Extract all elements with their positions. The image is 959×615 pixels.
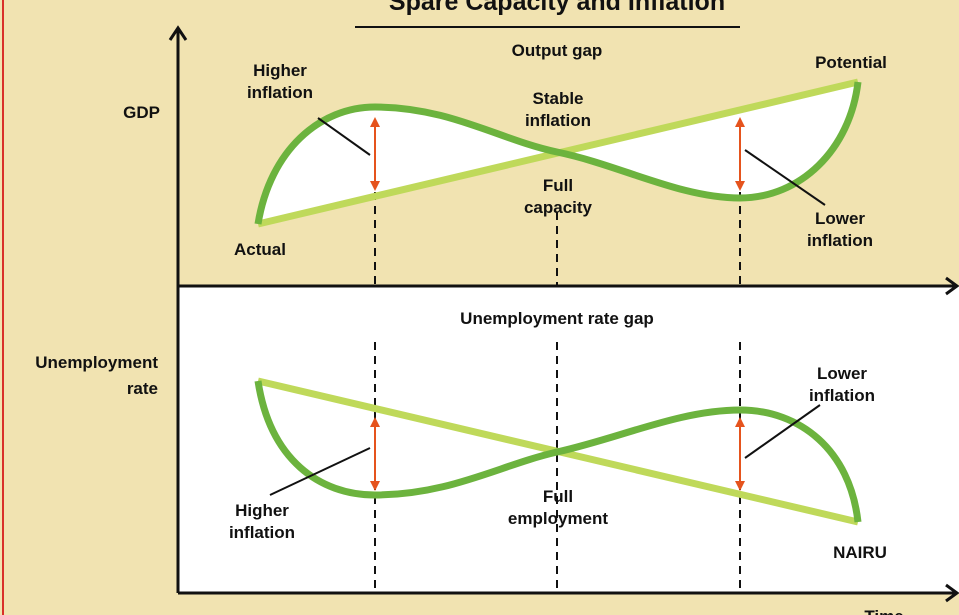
higher-inflation-leader-top [317,117,371,156]
lower-inflation-leader-bottom [744,404,821,459]
lower-inflation-label-bottom-2: inflation [809,386,875,405]
higher-inflation-label-bottom: Higher [235,501,289,520]
bottom-panel-background [178,286,959,593]
actual-gdp-curve [254,81,862,225]
time-axis-label: Time [864,607,903,615]
lower-inflation-label-top: Lower [815,209,865,228]
unemployment-axis-label-2: rate [127,379,158,398]
top-dashed-guides [374,192,741,285]
unemployment-gap-heading: Unemployment rate gap [460,309,654,328]
output-gap-heading: Output gap [512,41,603,60]
bottom-x-axis-arrowhead [945,583,959,603]
lower-inflation-label-bottom: Lower [817,364,867,383]
stable-inflation-label-2: inflation [525,111,591,130]
potential-label: Potential [815,53,887,72]
lower-inflation-leader-top [744,149,826,206]
higher-inflation-label-top: Higher [253,61,307,80]
nairu-label: NAIRU [833,543,887,562]
higher-inflation-leader-bottom [269,447,371,496]
higher-inflation-label-bottom-2: inflation [229,523,295,542]
axes [168,25,959,603]
full-capacity-label: Full [543,176,573,195]
full-employment-label: Full [543,487,573,506]
stable-inflation-label: Stable [532,89,583,108]
unemployment-axis-label: Unemployment [35,353,158,372]
full-employment-label-2: employment [508,509,608,528]
full-capacity-label-2: capacity [524,198,593,217]
actual-label: Actual [234,240,286,259]
y-axis-arrowhead [168,25,188,41]
actual-unemployment-curve [254,380,862,523]
higher-inflation-label-top-2: inflation [247,83,313,102]
top-x-axis-arrowhead [945,276,959,296]
lower-inflation-label-top-2: inflation [807,231,873,250]
diagram-title: Spare Capacity and Inflation [389,0,725,16]
gdp-axis-label: GDP [123,103,160,122]
